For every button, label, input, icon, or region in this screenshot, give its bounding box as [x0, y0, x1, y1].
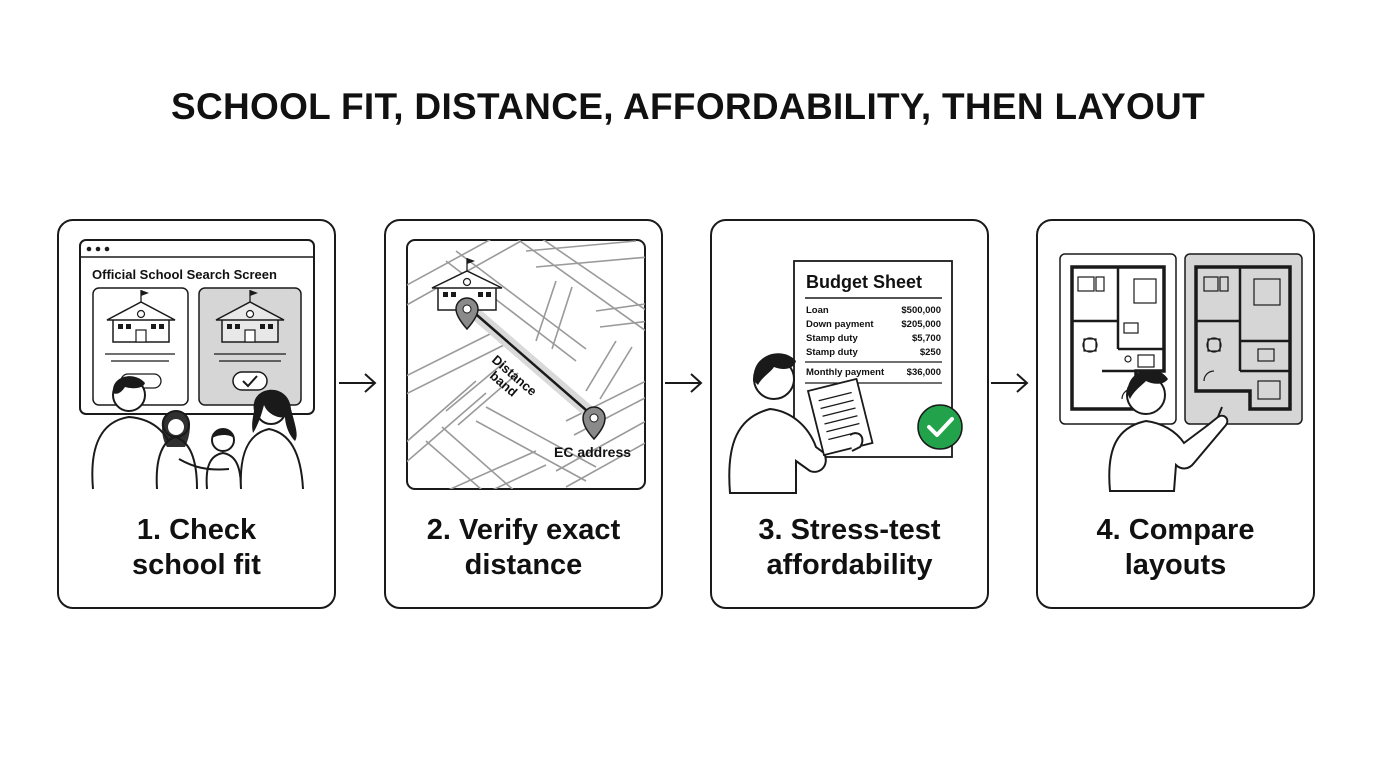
sheet-row-value: $205,000	[901, 319, 941, 330]
checkmark-icon	[232, 371, 268, 391]
sheet-row-label: Stamp duty	[806, 333, 858, 344]
budget-illustration: Budget Sheet Loan $500,000 Down payment …	[728, 260, 963, 494]
step-caption: 4. Compare layouts	[1038, 513, 1313, 583]
school-building-icon	[215, 290, 285, 343]
sheet-row-label: Stamp duty	[806, 347, 858, 358]
sheet-row-value: $500,000	[901, 305, 941, 316]
step-caption: 1. Check school fit	[59, 513, 334, 583]
caption-line: 4. Compare	[1096, 514, 1255, 546]
caption-line: layouts	[1124, 549, 1227, 581]
right-arrow-icon	[339, 373, 377, 393]
green-check-icon	[917, 404, 963, 450]
sheet-total-value: $36,000	[907, 367, 941, 378]
school-search-illustration: Official School Search Screen	[79, 239, 315, 490]
step-card-affordability: Budget Sheet Loan $500,000 Down payment …	[710, 219, 989, 609]
floor-plan-illustration	[1059, 253, 1303, 492]
screen-title: Official School Search Screen	[92, 267, 277, 282]
step-card-school-fit: Official School Search Screen	[57, 219, 336, 609]
family-icon	[91, 376, 304, 490]
sheet-total-label: Monthly payment	[806, 367, 885, 378]
caption-line: 3. Stress-test	[758, 514, 941, 546]
caption-line: 2. Verify exact	[426, 514, 621, 546]
step-card-layouts: 4. Compare layouts	[1036, 219, 1315, 609]
person-reading-icon	[728, 353, 874, 494]
right-arrow-icon	[665, 373, 703, 393]
sheet-title: Budget Sheet	[806, 272, 922, 292]
step-card-distance: Distance band EC address 2. Verify exact…	[384, 219, 663, 609]
map-pin-icon	[582, 406, 606, 441]
page-title: SCHOOL FIT, DISTANCE, AFFORDABILITY, THE…	[171, 86, 1205, 127]
caption-line: school fit	[132, 549, 261, 581]
sheet-row-label: Loan	[806, 305, 829, 316]
school-building-icon	[106, 290, 176, 343]
sheet-row-label: Down payment	[806, 319, 874, 330]
sheet-row-value: $250	[920, 347, 941, 358]
sheet-row-value: $5,700	[912, 333, 941, 344]
caption-line: affordability	[766, 549, 933, 581]
pin-label: EC address	[554, 444, 631, 460]
caption-line: distance	[464, 549, 583, 581]
step-caption: 3. Stress-test affordability	[712, 513, 987, 583]
map-pin-icon	[455, 297, 479, 331]
person-pointing-icon	[1108, 369, 1229, 492]
step-caption: 2. Verify exact distance	[386, 513, 661, 583]
caption-line: 1. Check	[136, 514, 257, 546]
floor-plan-icon	[1059, 253, 1303, 425]
street-map-icon	[406, 239, 646, 490]
distance-map-illustration: Distance band EC address	[406, 239, 646, 490]
right-arrow-icon	[991, 373, 1029, 393]
